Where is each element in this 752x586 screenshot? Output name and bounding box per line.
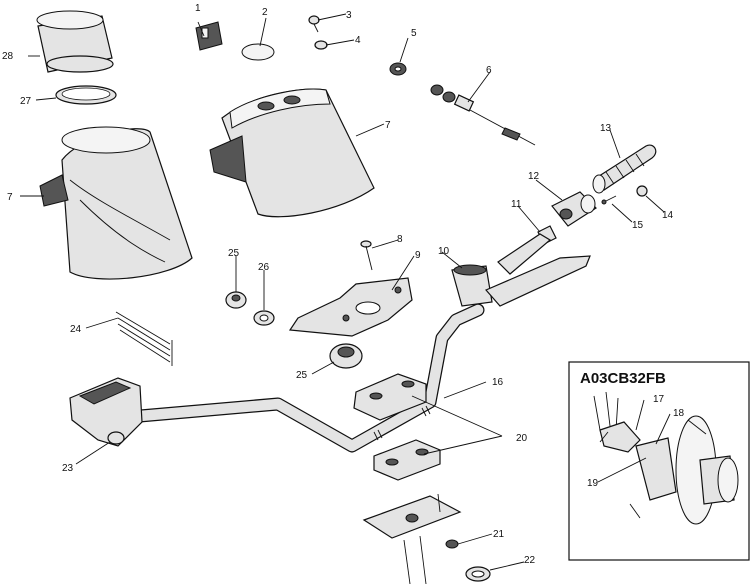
callout-27: 27 [20,96,32,107]
part-15-screw [601,195,617,205]
callout-6: 6 [486,65,492,76]
part-16-handlebar [133,303,485,453]
part-24-wire-harness [115,311,173,366]
part-2-lens [241,43,275,61]
leader-lines [20,13,665,571]
callout-14: 14 [662,210,674,221]
part-25-fastener-upper [225,291,247,309]
callout-5: 5 [411,28,417,39]
inset-detail: A03CB32FB 17 18 19 [568,361,750,561]
inset-title: A03CB32FB [580,370,666,387]
part-6-cable [430,84,536,146]
part-3-screw [308,15,320,33]
part-27-ring [55,85,117,105]
part-7-housing-right [209,88,375,218]
callout-labels: 1 2 3 4 5 6 7 7 8 9 10 11 12 13 14 15 16… [2,3,674,566]
part-1-switch [195,21,223,51]
callout-2: 2 [262,7,268,18]
callout-8: 8 [397,234,403,245]
part-13-grip [592,144,657,194]
part-5-nut [389,62,407,76]
callout-12: 12 [528,171,540,182]
callout-10: 10 [438,246,450,257]
part-8-bolt [360,240,373,271]
callout-22: 22 [524,555,536,566]
callout-7-left: 7 [7,192,13,203]
callout-25-upper: 25 [228,248,240,259]
inset-callout-19: 19 [587,478,599,489]
part-26-grommet [253,310,275,326]
callout-26: 26 [258,262,270,273]
part-25-fastener-lower [329,343,363,369]
callout-16: 16 [492,377,504,388]
callout-9: 9 [415,250,421,261]
part-20-clamp-lower [373,439,441,481]
part-12-throttle-housing [551,191,597,227]
callout-3: 3 [346,10,352,21]
part-9-bracket [288,277,413,337]
callout-4: 4 [355,35,361,46]
callout-15: 15 [632,220,644,231]
callout-23: 23 [62,463,74,474]
callout-25-lower: 25 [296,370,308,381]
callout-1: 1 [195,3,201,14]
part-21-plate [362,493,462,585]
callout-11: 11 [511,199,522,210]
part-10-master-cylinder [451,233,591,307]
callout-28: 28 [2,51,14,62]
part-7-pod-left [39,126,193,280]
part-23-switch-housing [69,377,143,447]
callout-24: 24 [70,324,82,335]
part-4-washer [314,40,328,50]
callout-20: 20 [516,433,528,444]
part-28-cover [36,10,114,73]
callout-13: 13 [600,123,612,134]
callout-7-right: 7 [385,120,391,131]
inset-callout-17: 17 [653,394,665,405]
part-22-clamp [465,566,491,582]
part-14-cap [636,185,648,197]
inset-callout-18: 18 [673,408,685,419]
callout-21: 21 [493,529,505,540]
